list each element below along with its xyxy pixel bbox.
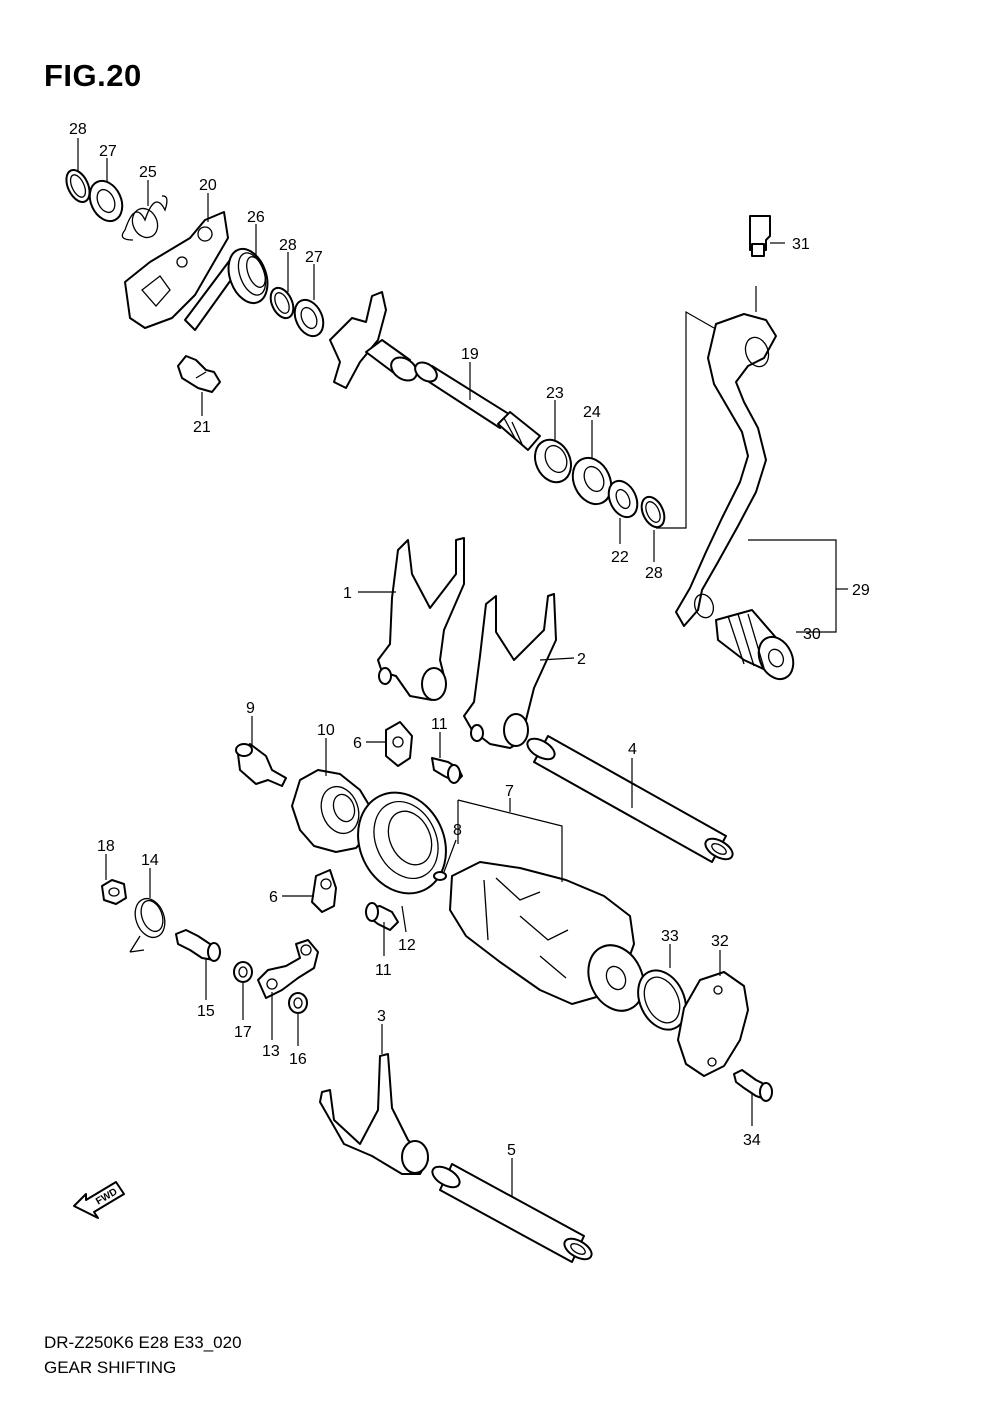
callout-31: 31 (792, 236, 810, 253)
part-9-cam-pin (235, 743, 287, 787)
callout-26: 26 (247, 209, 265, 226)
part-21-stopper-bolt (177, 355, 221, 393)
callout-18: 18 (97, 838, 115, 855)
figure-title: FIG.20 (44, 58, 142, 93)
part-20-shift-cam-plate (124, 211, 239, 331)
callout-28: 28 (69, 121, 87, 138)
callout-13: 13 (262, 1043, 280, 1060)
callout-labels: 28 27 25 20 26 28 27 21 19 23 24 22 28 3… (69, 121, 870, 1159)
part-6-stopper-plate-upper (385, 721, 413, 767)
callout-15: 15 (197, 1003, 215, 1020)
callout-12: 12 (398, 937, 416, 954)
part-12-bearing (357, 791, 447, 895)
part-33-o-ring (637, 969, 687, 1031)
callout-32: 32 (711, 933, 729, 950)
part-25-spring-upper (121, 195, 168, 241)
callout-22: 22 (611, 549, 629, 566)
part-28-circlip-outer (640, 495, 666, 529)
part-4-fork-shaft (526, 735, 734, 863)
part-13-stopper-arm (257, 939, 319, 999)
part-31-lever-bolt (749, 215, 771, 257)
part-28-circlip-upper (65, 169, 91, 203)
part-15-bolt (175, 929, 221, 962)
section-title: GEAR SHIFTING (44, 1358, 177, 1377)
callout-28: 28 (645, 565, 663, 582)
part-29-gearshift-lever (675, 313, 777, 627)
part-3-shift-fork (319, 1053, 429, 1175)
part-28-circlip-mid (269, 286, 295, 320)
callout-17: 17 (234, 1024, 252, 1041)
model-code: DR-Z250K6 E28 E33_020 (44, 1333, 242, 1352)
part-34-bolt (733, 1069, 773, 1102)
part-14-spring (129, 897, 166, 953)
part-5-fork-shaft (431, 1163, 593, 1263)
part-27-washer-mid (293, 298, 325, 338)
part-19-gearshift-shaft (329, 291, 541, 451)
part-1-shift-fork (377, 537, 465, 701)
callout-27: 27 (305, 249, 323, 266)
part-11-screw-lower (365, 902, 399, 931)
part-32-cover (677, 971, 749, 1077)
callout-2: 2 (577, 651, 586, 668)
part-27-washer-upper (88, 179, 124, 223)
callout-20: 20 (199, 177, 217, 194)
callout-25: 25 (139, 164, 157, 181)
callout-5: 5 (507, 1142, 516, 1159)
part-8-pin (433, 871, 447, 881)
leader-lines (77, 138, 848, 1196)
part-26-return-spring (227, 247, 269, 305)
callout-14: 14 (141, 852, 159, 869)
callout-21: 21 (193, 419, 211, 436)
part-7-gearshift-cam (449, 861, 645, 1012)
callout-33: 33 (661, 928, 679, 945)
callout-16: 16 (289, 1051, 307, 1068)
part-17-washer (233, 961, 253, 983)
part-16-washer (288, 992, 308, 1014)
callout-30: 30 (803, 626, 821, 643)
callout-6: 6 (353, 735, 362, 752)
callout-9: 9 (246, 700, 255, 717)
part-23-oil-seal (534, 438, 572, 484)
callout-29: 29 (852, 582, 870, 599)
part-30-lever-rubber (715, 609, 795, 681)
callout-10: 10 (317, 722, 335, 739)
callout-23: 23 (546, 385, 564, 402)
part-6-stopper-plate-lower (311, 869, 337, 913)
callout-24: 24 (583, 404, 601, 421)
part-2-shift-fork (463, 593, 557, 749)
callout-27: 27 (99, 143, 117, 160)
part-11-screw-upper (431, 757, 463, 784)
part-18-nut (101, 879, 127, 905)
callout-34: 34 (743, 1132, 761, 1149)
callout-4: 4 (628, 741, 637, 758)
fwd-arrow-icon: FWD (73, 1181, 125, 1219)
part-24-seal-ring (571, 456, 613, 506)
callout-11: 11 (375, 962, 392, 979)
callout-8: 8 (453, 822, 462, 839)
part-22-washer-outer (607, 479, 639, 519)
callout-1: 1 (343, 585, 352, 602)
callout-28: 28 (279, 237, 297, 254)
callout-11: 11 (431, 716, 448, 733)
callout-3: 3 (377, 1008, 386, 1025)
callout-6: 6 (269, 889, 278, 906)
callout-19: 19 (461, 346, 479, 363)
callout-7: 7 (505, 783, 514, 800)
